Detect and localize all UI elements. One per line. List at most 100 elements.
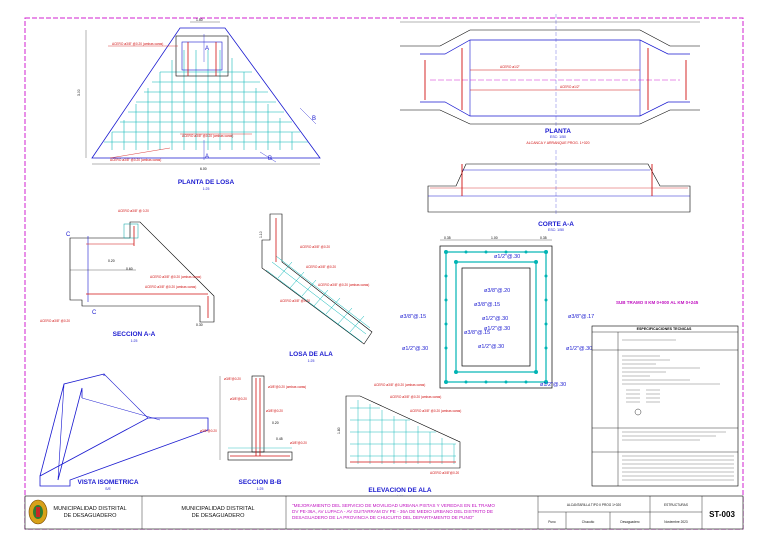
section-mark-c-bottom: C	[92, 310, 97, 316]
svg-text:ACERO ø3/8" @0.20 (ambas caras: ACERO ø3/8" @0.20 (ambas caras)	[374, 383, 425, 387]
vista-isometrica-scale: S/E	[105, 487, 111, 491]
svg-text:ACERO ø1/2": ACERO ø1/2"	[500, 65, 520, 69]
svg-text:0.20: 0.20	[108, 259, 115, 263]
sheet-number: ST-003	[709, 510, 735, 519]
box-dim-left: 0.35	[444, 236, 451, 240]
svg-text:1.80: 1.80	[337, 427, 341, 434]
svg-text:ACERO ø3/8" @ 0.20: ACERO ø3/8" @ 0.20	[118, 209, 149, 213]
box-bar-9: ø1/2"@.30	[478, 344, 504, 350]
fecha-value: Noviembre 2023	[664, 520, 688, 524]
svg-text:6.00: 6.00	[200, 167, 207, 171]
losa-ala-title: LOSA DE ALA	[289, 351, 333, 358]
losa-ala-scale: 1:25	[308, 359, 315, 363]
svg-text:0.60: 0.60	[126, 267, 133, 271]
seccion-bb-view: ø3/8"@0.20 ø3/8"@0.20 (ambas caras) ø3/8…	[200, 375, 307, 491]
specs-title: ESPECIFICACIONES TECNICAS	[637, 327, 692, 331]
corte-aa-view: CORTE A-A ESC: 1/50	[427, 150, 691, 232]
svg-text:ACERO ø3/8" @0.20 (ambas caras: ACERO ø3/8" @0.20 (ambas caras)	[110, 158, 161, 162]
svg-text:ø3/8"@0.20: ø3/8"@0.20	[224, 377, 241, 381]
svg-text:0.30: 0.30	[196, 323, 203, 327]
vista-isometrica-view: VISTA ISOMETRICA S/E	[39, 373, 209, 491]
svg-text:ACERO ø3/8" @0.20 (ambas caras: ACERO ø3/8" @0.20 (ambas caras)	[390, 395, 441, 399]
project-line-2: DV PE-36A, AV LUPACA - AV GUITARRAM DV P…	[292, 509, 493, 514]
box-bar-5: ø3/8"@.17	[568, 314, 594, 320]
seccion-aa-scale: 1:25	[131, 339, 138, 343]
box-bar-2: ø3/8"@.20	[484, 288, 510, 294]
box-bar-7: ø3/8"@.15	[464, 330, 490, 336]
box-bar-8: ø1/2"@.30	[484, 326, 510, 332]
svg-text:ACERO ø3/8" @0.20: ACERO ø3/8" @0.20	[40, 319, 70, 323]
svg-text:ACERO ø3/8" @0.20: ACERO ø3/8" @0.20	[280, 299, 310, 303]
planta-losa-title: PLANTA DE LOSA	[178, 179, 235, 186]
svg-text:0.45: 0.45	[276, 437, 283, 441]
box-dim-right: 0.35	[540, 236, 547, 240]
plano-name: ALCANTARILLA TIPO II PROG 1+020	[567, 503, 621, 507]
box-bar-11: ø1/2"@.30	[566, 346, 592, 352]
vista-isometrica-title: VISTA ISOMETRICA	[77, 479, 138, 486]
section-mark-a-top: A	[205, 46, 209, 52]
svg-text:ACERO ø3/8" @0.20 (ambas caras: ACERO ø3/8" @0.20 (ambas caras)	[182, 134, 233, 138]
svg-text:1.10: 1.10	[259, 231, 263, 238]
svg-text:ACERO ø1/2": ACERO ø1/2"	[560, 85, 580, 89]
section-mark-c-top: C	[66, 232, 71, 238]
box-culvert-section: 0.35 1.00 0.35 ø1/2"@.30 ø3/8"@.20 ø3/8"…	[400, 236, 594, 389]
distrito-value: Desaguadero	[620, 520, 639, 524]
owner-mid-line2: DE DESAGUADERO	[192, 513, 245, 519]
svg-text:1.50: 1.50	[196, 18, 203, 22]
svg-text:ACERO ø3/8" @0.20: ACERO ø3/8" @0.20	[300, 245, 330, 249]
svg-text:3.00: 3.00	[77, 89, 81, 96]
svg-text:ACERO ø3/8" @0.20: ACERO ø3/8" @0.20	[306, 265, 336, 269]
box-bar-10: ø1/2"@.30	[402, 346, 428, 352]
svg-text:ACERO ø3/8" @0.20 (ambas caras: ACERO ø3/8" @0.20 (ambas caras)	[318, 283, 369, 287]
planta-losa-scale: 1:25	[203, 187, 210, 191]
owner-left-line2: DE DESAGUADERO	[64, 513, 117, 519]
svg-text:ACERO ø3/8" @0.20 (ambas caras: ACERO ø3/8" @0.20 (ambas caras)	[410, 409, 461, 413]
seccion-aa-view: ACERO ø3/8" @ 0.20 ACERO ø3/8" @0.20 (am…	[40, 209, 215, 343]
planta-de-losa-view: ACERO ø3/8" @0.20 (ambas caras) ACERO ø3…	[77, 18, 321, 191]
project-line-1: "MEJORAMIENTO DEL SERVICIO DE MOVILIDAD …	[292, 503, 495, 508]
box-bar-3: ø3/8"@.15	[474, 302, 500, 308]
box-bar-12: ø1/2"@.30	[540, 382, 566, 388]
municipal-logo	[28, 499, 48, 525]
seccion-bb-scale: 1:25	[257, 487, 264, 491]
owner-mid: MUNICIPALIDAD DISTRITAL	[181, 506, 254, 512]
corte-aa-scale: ESC: 1/50	[548, 228, 564, 232]
losa-de-ala-view: ACERO ø3/8" @0.20 ACERO ø3/8" @0.20 ACER…	[259, 213, 373, 363]
planta-scale: ESC: 1/50	[550, 135, 566, 139]
corte-aa-title: CORTE A-A	[538, 221, 574, 228]
region-value: Puno	[548, 520, 556, 524]
provincia-value: Chucuito	[582, 520, 595, 524]
elevacion-de-ala-view: ACERO ø3/8" @0.20 (ambas caras) ACERO ø3…	[337, 383, 461, 499]
svg-text:ø3/8"@0.20: ø3/8"@0.20	[290, 441, 307, 445]
seccion-bb-title: SECCION B-B	[239, 479, 282, 486]
svg-text:ø3/8"@0.20: ø3/8"@0.20	[266, 409, 283, 413]
title-block: MUNICIPALIDAD DISTRITAL DE DESAGUADERO M…	[24, 495, 744, 530]
project-line-3: DESAGUADERO DE LA PROVINCIA DE CHUCUITO …	[292, 515, 474, 520]
box-dim-mid: 1.00	[491, 236, 498, 240]
section-mark-a-bottom: A	[205, 154, 209, 160]
planta-title: PLANTA	[545, 128, 571, 135]
planta-view: ACERO ø1/2" ACERO ø1/2" PLANTA ESC: 1/50…	[400, 14, 700, 145]
section-mark-b-right: B	[312, 116, 316, 122]
svg-text:ACERO ø3/8" @0.20 (ambas caras: ACERO ø3/8" @0.20 (ambas caras)	[145, 285, 196, 289]
especialidad: ESTRUCTURAS	[664, 503, 688, 507]
box-bar-1: ø1/2"@.30	[494, 254, 520, 260]
svg-text:ACERO ø3/8"@0.20: ACERO ø3/8"@0.20	[430, 471, 459, 475]
sub-tramo-label: SUB TRAMO II KM 0+000 AL KM 0+245	[616, 300, 699, 305]
svg-text:ø3/8"@0.20: ø3/8"@0.20	[200, 429, 217, 433]
seccion-aa-title: SECCION A-A	[113, 331, 156, 338]
sheet-border	[24, 17, 744, 530]
specifications-panel: ESPECIFICACIONES TECNICAS	[591, 325, 739, 487]
svg-text:0.20: 0.20	[272, 421, 279, 425]
box-bar-4: ø3/8"@.15	[400, 314, 426, 320]
box-bar-6: ø1/2"@.30	[482, 316, 508, 322]
planta-note: ALCANCA Y ARRANQUE PROG. 1+020	[526, 141, 589, 145]
owner-left: MUNICIPALIDAD DISTRITAL	[53, 506, 126, 512]
svg-text:ø3/8"@0.20: ø3/8"@0.20	[230, 397, 247, 401]
section-mark-b-bottom: B	[268, 156, 272, 162]
svg-text:ACERO ø3/8" @0.20 (ambas caras: ACERO ø3/8" @0.20 (ambas caras)	[112, 42, 163, 46]
elevacion-ala-title: ELEVACION DE ALA	[368, 487, 432, 494]
svg-text:ø3/8"@0.20 (ambas caras): ø3/8"@0.20 (ambas caras)	[268, 385, 306, 389]
svg-text:ACERO ø3/8" @0.20 (ambas caras: ACERO ø3/8" @0.20 (ambas caras)	[150, 275, 201, 279]
